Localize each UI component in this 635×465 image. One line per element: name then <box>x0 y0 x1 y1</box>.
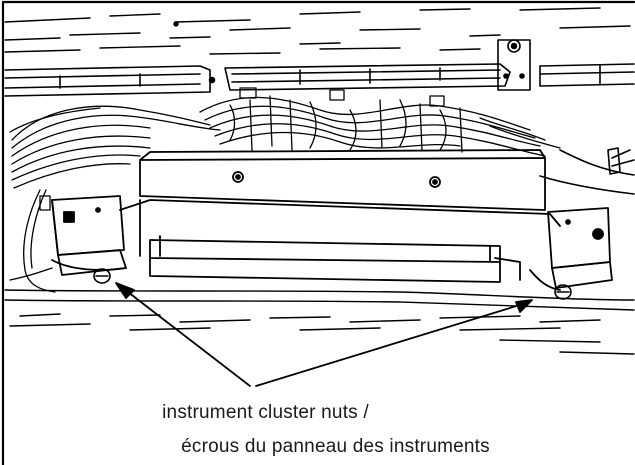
right-mounting-bracket <box>529 207 613 291</box>
lower-dash-lines <box>4 267 635 355</box>
callout-leader-lines <box>115 282 533 387</box>
dash-bracket <box>208 39 531 91</box>
defroster-vent <box>4 63 635 97</box>
callout-label-french: écrous du panneau des instruments <box>181 436 490 457</box>
callout-label-english: instrument cluster nuts / <box>162 402 369 423</box>
instrument-cluster-housing <box>119 149 561 283</box>
left-mounting-bracket <box>51 195 127 276</box>
cluster-nut-left <box>93 268 111 284</box>
right-connector <box>539 147 635 195</box>
wiring-harness <box>9 87 561 293</box>
dashboard-upper-lines <box>4 7 631 55</box>
